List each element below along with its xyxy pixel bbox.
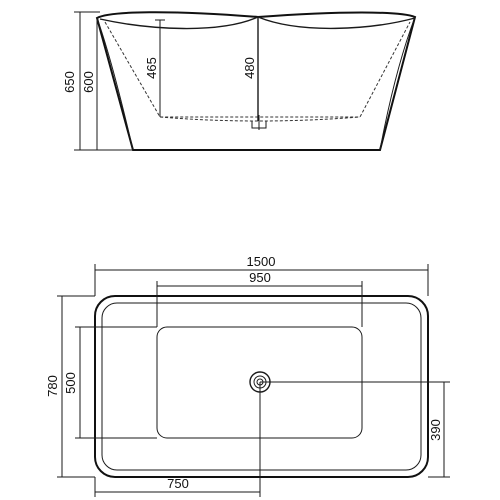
dim-465-label: 465 bbox=[144, 57, 159, 79]
dim-650-label: 650 bbox=[62, 71, 77, 93]
dim-950-label: 950 bbox=[249, 270, 271, 285]
dim-500-label: 500 bbox=[63, 372, 78, 394]
side-view-left-flare bbox=[96, 17, 134, 151]
top-view-outer-rim bbox=[94, 295, 429, 478]
side-view-inner-floor-hidden bbox=[159, 116, 361, 122]
side-view-tub-outline bbox=[95, 11, 417, 151]
dim-390-label: 390 bbox=[428, 419, 443, 441]
top-view: 1500 950 780 500 750 390 bbox=[45, 254, 450, 497]
side-view: 650 600 465 480 bbox=[62, 11, 417, 151]
side-view-right-flare bbox=[379, 16, 416, 151]
dim-750-label: 750 bbox=[167, 476, 189, 491]
dim-780-label: 780 bbox=[45, 375, 60, 397]
dim-480-label: 480 bbox=[242, 57, 257, 79]
dim-1500-label: 1500 bbox=[247, 254, 276, 269]
top-view-inner-rim bbox=[101, 302, 422, 471]
dim-600-label: 600 bbox=[81, 71, 96, 93]
